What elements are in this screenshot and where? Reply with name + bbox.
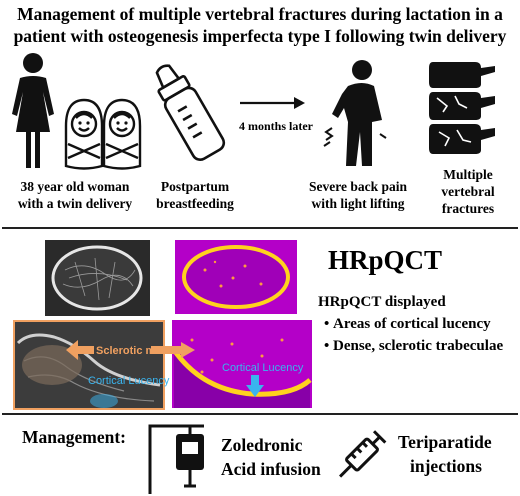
- cortical-lucency-arrow: [246, 375, 264, 397]
- hrpqct-colormap-scan: [175, 240, 297, 314]
- sclerotic-mass-arrow: [66, 340, 94, 360]
- bullet-item: • Dense, sclerotic trabeculae: [324, 338, 504, 354]
- pain-label-line-1: Severe back pain: [308, 179, 407, 194]
- title-line-1: Management of multiple vertebral fractur…: [17, 4, 503, 24]
- vertebrae-icon: [429, 62, 495, 154]
- pain-label-line-2: with light lifting: [311, 196, 405, 211]
- hrpqct-grayscale-zoom: [13, 320, 165, 410]
- time-arrow: [240, 97, 305, 109]
- fracture-label-line-3: fractures: [441, 201, 495, 216]
- title-line-2: patient with osteogenesis imperfecta typ…: [13, 26, 507, 46]
- bullet-text: Dense, sclerotic trabeculae: [333, 338, 504, 354]
- management-heading: Management:: [22, 427, 127, 447]
- postpartum-label-line-1: Postpartum: [160, 179, 230, 194]
- section-divider-top: [2, 227, 518, 229]
- hrpqct-displayed-label: HRpQCT displayed: [318, 294, 446, 310]
- twin-babies-icon: [64, 98, 142, 170]
- fracture-label-line-2: vertebral: [441, 184, 495, 199]
- cortical-lucency-label-left: Cortical Lucency: [88, 375, 170, 387]
- woman-icon: [12, 53, 54, 168]
- woman-label-line-2: with a twin delivery: [17, 196, 133, 211]
- hrpqct-heading: HRpQCT: [328, 245, 443, 275]
- hrpqct-grayscale-scan: [45, 240, 150, 316]
- hrpqct-colormap-zoom: [171, 320, 312, 408]
- syringe-icon: [339, 430, 387, 478]
- sclerotic-mass-label: Sclerotic mass: [96, 345, 174, 357]
- section-divider-bottom: [2, 413, 518, 415]
- woman-label-line-1: 38 year old woman: [20, 179, 130, 194]
- scan-link-arrow: [151, 342, 195, 358]
- postpartum-label-line-2: breastfeeding: [156, 196, 234, 211]
- arrow-label: 4 months later: [239, 119, 313, 133]
- drug2-line-1: Teriparatide: [398, 432, 492, 452]
- back-pain-icon: [323, 60, 387, 166]
- fracture-label-line-1: Multiple: [443, 167, 493, 182]
- cortical-lucency-label-right: Cortical Lucency: [222, 362, 304, 374]
- baby-bottle-icon: [155, 64, 226, 161]
- bullet-item: • Areas of cortical lucency: [324, 316, 491, 332]
- drug1-line-2: Acid infusion: [221, 459, 321, 479]
- drug2-line-2: injections: [410, 456, 482, 476]
- iv-infusion-icon: [148, 424, 204, 494]
- bullet-text: Areas of cortical lucency: [333, 316, 491, 332]
- drug1-line-1: Zoledronic: [221, 435, 303, 455]
